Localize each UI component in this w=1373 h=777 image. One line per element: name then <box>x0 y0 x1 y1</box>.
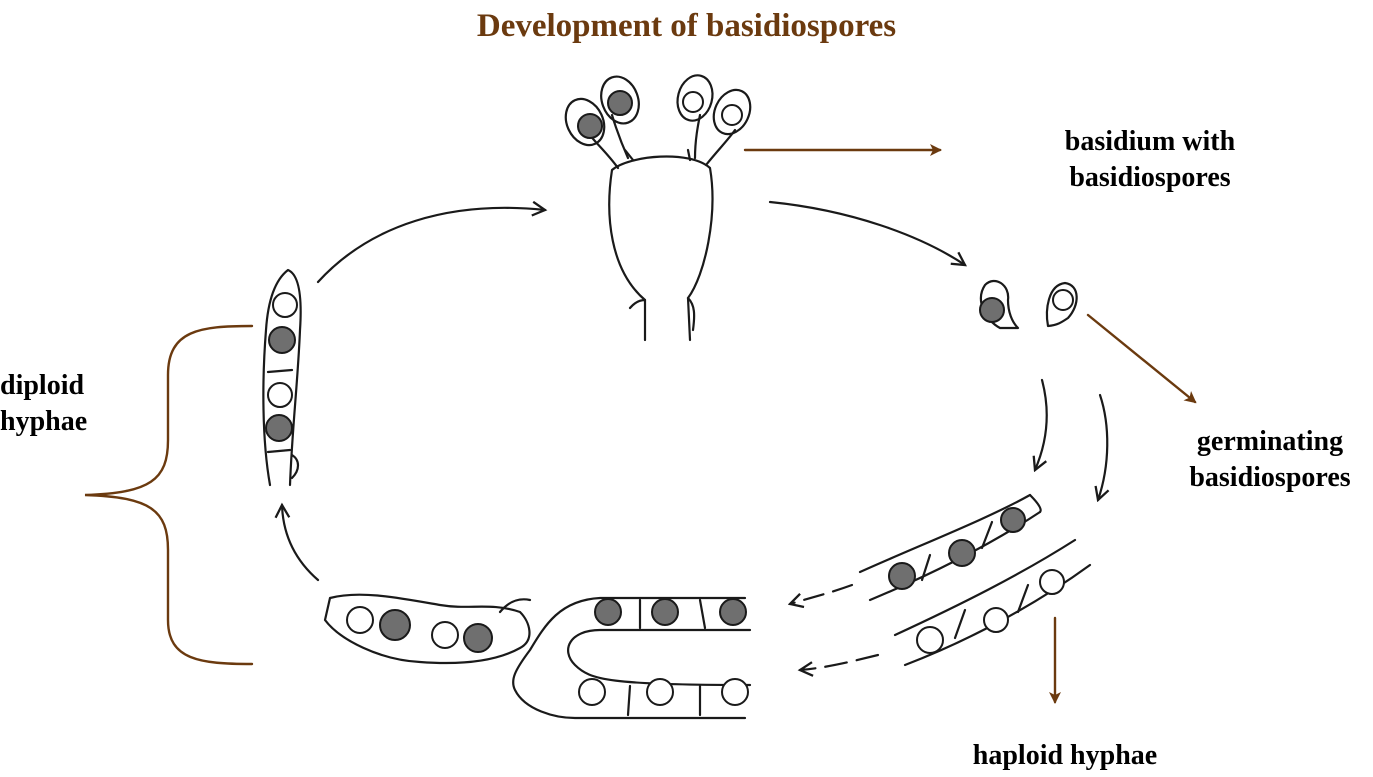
germinating-hypha-upper <box>860 495 1041 600</box>
haploid-nucleus <box>579 679 605 705</box>
diploid-nucleus <box>980 298 1004 322</box>
arrow-to-released-spores <box>770 202 965 265</box>
arrow-to-basidium <box>318 208 545 282</box>
fusing-hyphae <box>325 595 750 718</box>
diploid-brace <box>85 326 252 664</box>
haploid-nucleus <box>1053 290 1073 310</box>
released-basidiospores <box>980 281 1077 328</box>
haploid-nucleus <box>984 608 1008 632</box>
diploid-hypha-vertical <box>263 270 300 485</box>
diploid-nucleus <box>269 327 295 353</box>
arrow-upper-hypha-fusion <box>790 585 852 604</box>
diploid-nucleus <box>380 610 410 640</box>
haploid-nucleus <box>722 105 742 125</box>
basidium-with-spores <box>559 71 758 340</box>
haploid-nucleus <box>432 622 458 648</box>
diploid-nucleus <box>595 599 621 625</box>
haploid-nucleus <box>347 607 373 633</box>
arrow-germination-right <box>1098 395 1107 500</box>
arrow-to-diploid-hypha <box>282 505 318 580</box>
diploid-nucleus <box>608 91 632 115</box>
diploid-nucleus <box>949 540 975 566</box>
arrow-germination-left <box>1035 380 1047 470</box>
haploid-nucleus <box>917 627 943 653</box>
diploid-nucleus <box>889 563 915 589</box>
pointer-arrows <box>745 150 1195 702</box>
diploid-nucleus <box>1001 508 1025 532</box>
haploid-nucleus <box>268 383 292 407</box>
germinating-hypha-lower <box>895 540 1090 665</box>
diploid-nucleus <box>652 599 678 625</box>
haploid-nucleus <box>647 679 673 705</box>
diploid-nucleus <box>464 624 492 652</box>
arrow-lower-hypha-fusion <box>800 655 878 670</box>
pointer-germinating <box>1088 315 1195 402</box>
haploid-nucleus <box>273 293 297 317</box>
diploid-nucleus <box>266 415 292 441</box>
diploid-nucleus <box>578 114 602 138</box>
haploid-nucleus <box>722 679 748 705</box>
haploid-nucleus <box>683 92 703 112</box>
haploid-nucleus <box>1040 570 1064 594</box>
diploid-nucleus <box>720 599 746 625</box>
